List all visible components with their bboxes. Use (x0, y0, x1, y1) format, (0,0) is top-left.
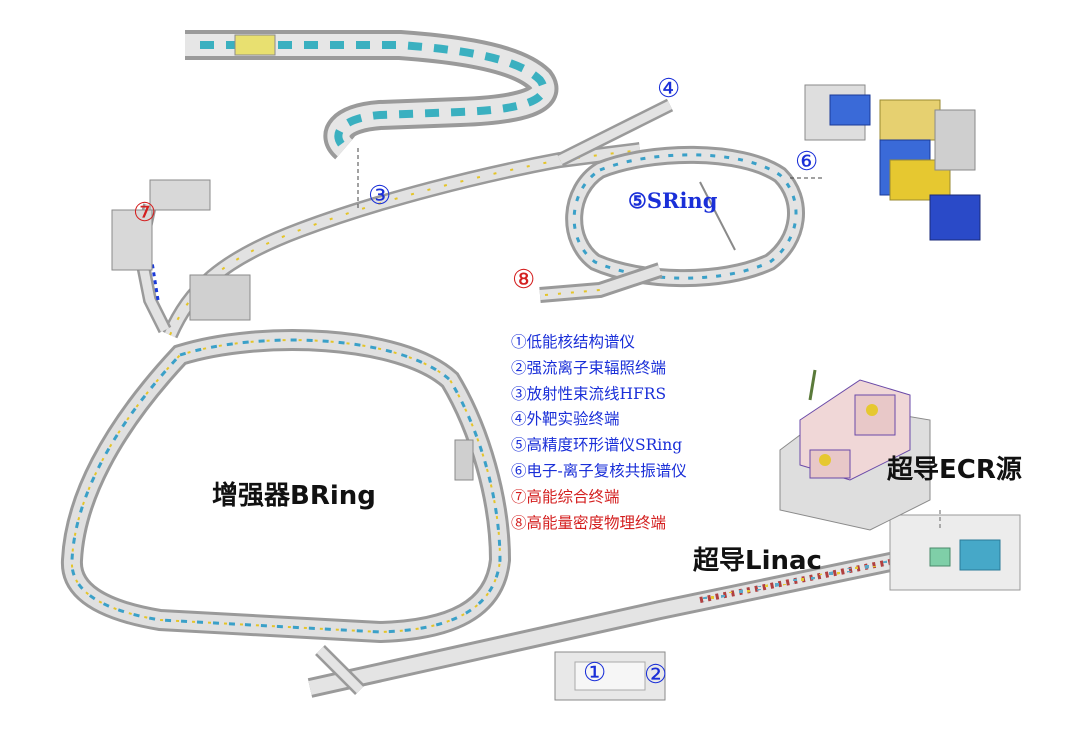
legend-item: ⑧高能量密度物理终端 (511, 513, 667, 532)
legend-item: ⑤高精度环形谱仪SRing (511, 436, 683, 455)
bring-label: 增强器BRing (212, 481, 376, 511)
bring-service-building (454, 439, 474, 481)
terminal4-beamline (556, 98, 674, 167)
legend-item: ⑦高能综合终端 (511, 487, 620, 506)
linac-front-building (889, 510, 1021, 591)
marker-terminal-7: ⑦ (133, 198, 157, 228)
marker-terminal-6: ⑥ (795, 147, 819, 177)
marker-terminal-1: ① (583, 658, 607, 688)
legend-item: ②强流离子束辐照终端 (511, 358, 667, 377)
marker-terminal-2: ② (644, 660, 668, 690)
legend-item: ③放射性束流线HFRS (511, 384, 667, 403)
linac-label: 超导Linac (693, 546, 822, 576)
terminal8-beamline (539, 262, 663, 303)
ecr-label: 超导ECR源 (887, 455, 1022, 485)
marker-terminal-3: ③ (368, 181, 392, 211)
hfrs-detail-inset (185, 30, 559, 210)
marker-terminal-8: ⑧ (512, 265, 536, 295)
ecr-source-building (779, 369, 931, 531)
legend-item: ①低能核结构谱仪 (511, 333, 636, 351)
sring-label: ⑤SRing (628, 188, 718, 213)
bring-ring (60, 329, 512, 644)
sring-ring (565, 145, 805, 288)
terminal-legend: ①低能核结构谱仪 ②强流离子束辐照终端 ③放射性束流线HFRS ④外靶实验终端 … (511, 330, 687, 536)
terminal6-detail-inset (790, 84, 981, 241)
legend-item: ④外靶实验终端 (511, 410, 620, 429)
legend-item: ⑥电子-离子复核共振谱仪 (511, 461, 687, 480)
terminal12-building (554, 651, 666, 701)
marker-terminal-4: ④ (657, 74, 681, 104)
terminal7-beamline (111, 179, 251, 334)
